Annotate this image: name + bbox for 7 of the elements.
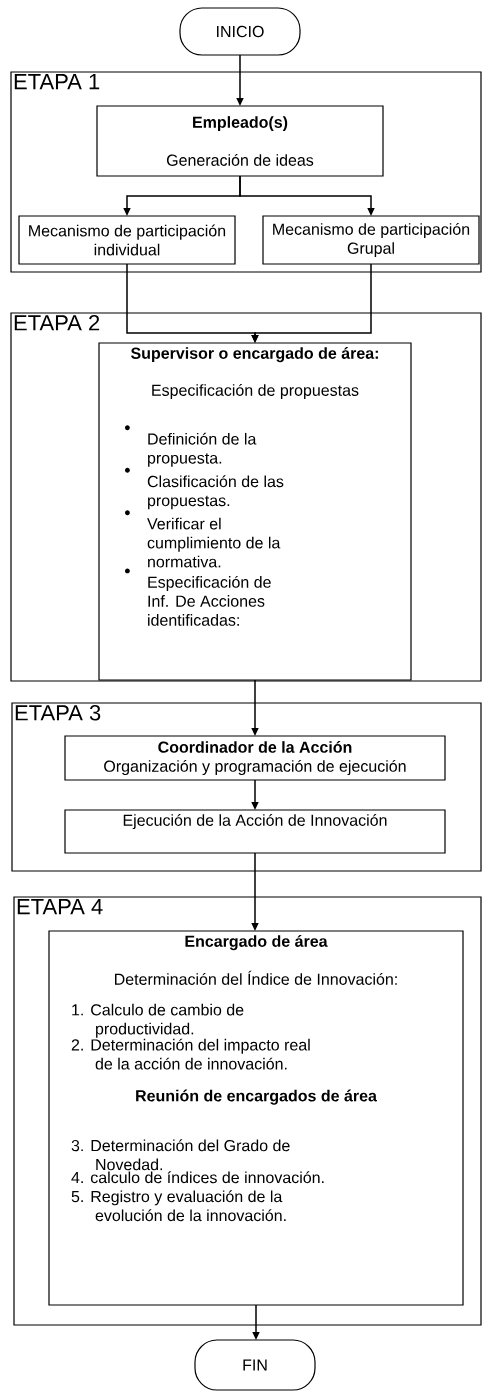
process-box: Ejecución de la Acción de Innovación <box>64 809 446 854</box>
process-box: Empleado(s) Generación de ideas <box>96 105 384 177</box>
process-box: Coordinador de la Acción Organización y programación de ejecución <box>64 735 446 781</box>
process-box: Supervisor o encargado de área: Especificación de propuestas Definición de la propuesta. Clasificación de las propuestas. Verificar el cumplimiento de la normativa. Especificación de Inf. De Acciones identificadas: <box>98 342 412 681</box>
process-box: Encargado de área Determinación del Índice de Innovación: 1. Calculo de cambio de productividad. 2. Determinación del impacto real de la acción de innovación. Reunión de encargados de área 3. Determinación del Grado de Novedad. 4. calculo de índices de innovación. 5. Registro y evaluación de la evolución de la innovación. <box>48 930 464 1306</box>
process-box: Mecanismo de participación individual <box>18 215 236 265</box>
process-box: Mecanismo de participación Grupal <box>262 215 480 265</box>
